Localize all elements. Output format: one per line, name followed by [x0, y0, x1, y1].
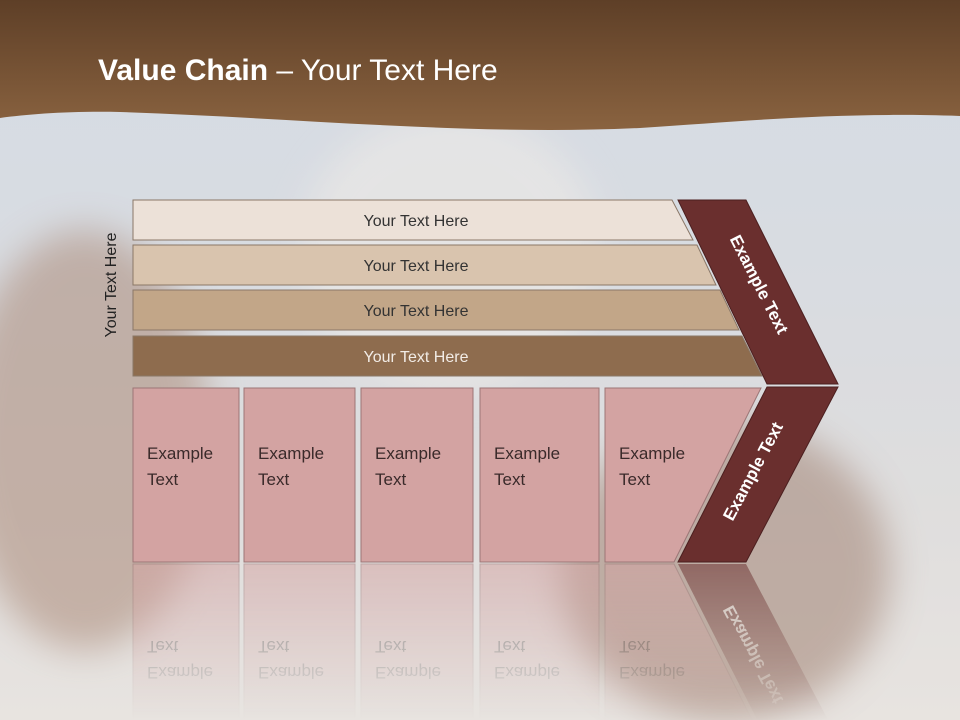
- slide-title-rest: – Your Text Here: [268, 54, 498, 87]
- margin-upper: [677, 199, 839, 385]
- support-bar-4: [132, 335, 763, 377]
- support-bar-3: [132, 289, 740, 331]
- svg-text:Example: Example: [375, 663, 441, 682]
- primary-activity-label-4-line2: Text: [494, 470, 525, 489]
- primary-activity-label-5-line1: Example: [619, 444, 685, 463]
- support-bar-1: [132, 199, 694, 241]
- primary-activity-1: [132, 387, 240, 563]
- primary-activity-label-3-line1: Example: [375, 444, 441, 463]
- primary-activity-4: [479, 387, 600, 563]
- primary-activity-label-4-line1: Example: [494, 444, 560, 463]
- primary-activity-label-2-line1: Example: [258, 444, 324, 463]
- svg-text:Text: Text: [147, 637, 178, 656]
- primary-activity-3: [360, 387, 474, 563]
- svg-text:Example: Example: [258, 663, 324, 682]
- svg-text:Example: Example: [147, 663, 213, 682]
- primary-activity-label-1-line2: Text: [147, 470, 178, 489]
- primary-activity-2: [243, 387, 356, 563]
- slide-title: Value Chain – Your Text Here: [98, 54, 498, 88]
- svg-text:Text: Text: [258, 637, 289, 656]
- svg-text:Text: Text: [494, 637, 525, 656]
- svg-text:Example: Example: [619, 663, 685, 682]
- svg-text:Text: Text: [619, 637, 650, 656]
- primary-activity-5: [604, 387, 762, 563]
- slide-title-bold: Value Chain: [98, 54, 269, 87]
- primary-activity-label-5-line2: Text: [619, 470, 650, 489]
- svg-text:Example: Example: [494, 663, 560, 682]
- primary-activity-label-3-line2: Text: [375, 470, 406, 489]
- support-bar-label-3: Your Text Here: [364, 303, 469, 320]
- support-bar-label-4: Your Text Here: [364, 349, 469, 366]
- support-bar-label-2: Your Text Here: [364, 258, 469, 275]
- svg-text:Text: Text: [375, 637, 406, 656]
- header-band: [0, 0, 960, 131]
- primary-activity-label-2-line2: Text: [258, 470, 289, 489]
- support-bar-label-1: Your Text Here: [364, 213, 469, 230]
- primary-activity-label-1-line1: Example: [147, 444, 213, 463]
- margin-lower: [677, 386, 839, 563]
- support-bar-2: [132, 244, 717, 286]
